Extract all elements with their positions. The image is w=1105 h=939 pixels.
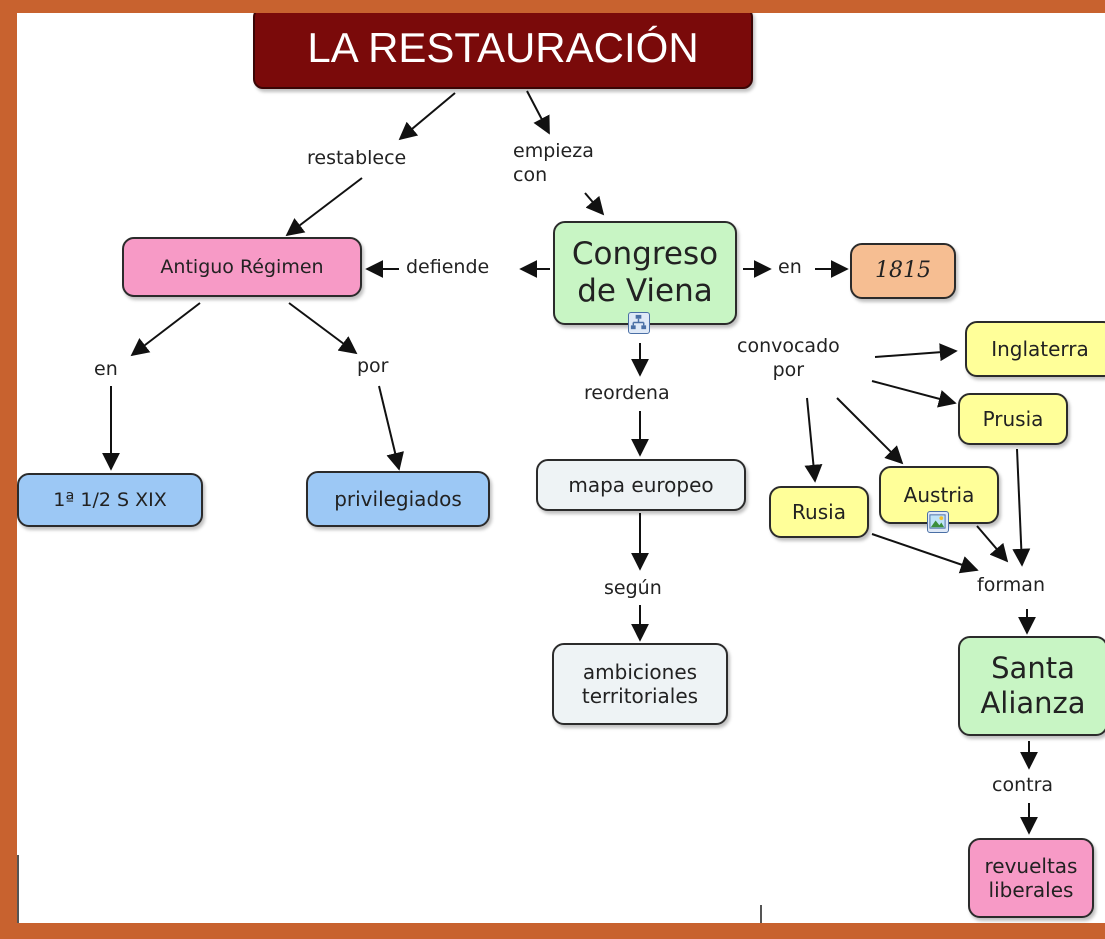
arrow-title-restablece xyxy=(398,92,456,141)
node-label: Inglaterra xyxy=(991,337,1089,361)
node-mapa-europeo[interactable]: mapa europeo xyxy=(536,459,746,511)
arrow-convocado-rusia xyxy=(804,397,823,483)
link-label-en-year: en xyxy=(778,256,802,280)
arrow-convocado-inglaterra xyxy=(874,343,958,362)
arrow-prusia-forman xyxy=(1012,448,1031,567)
page-title: LA RESTAURACIÓN xyxy=(307,23,699,71)
image-icon[interactable] xyxy=(927,511,949,533)
node-label: 1ª 1/2 S XIX xyxy=(53,488,167,511)
arrow-convocado-austria xyxy=(836,397,904,465)
arrow-restablece-antiguo xyxy=(285,177,363,237)
bottom-strip xyxy=(0,923,1105,939)
node-label: Prusia xyxy=(982,407,1044,431)
node-congreso-viena[interactable]: Congreso de Viena xyxy=(553,221,737,325)
node-label: Austria xyxy=(903,483,975,507)
link-label-en-siglo: en xyxy=(94,358,118,382)
link-label-defiende: defiende xyxy=(406,256,490,280)
arrow-antiguo-en xyxy=(130,302,201,357)
concept-map-canvas: LA RESTAURACIÓN restablece empieza con d… xyxy=(17,13,1105,923)
concept-map-icon[interactable] xyxy=(628,312,650,334)
arrow-convocado-prusia xyxy=(871,380,957,408)
node-rusia[interactable]: Rusia xyxy=(769,486,869,538)
link-label-convocado-por: convocado por xyxy=(737,335,840,381)
arrow-austria-forman xyxy=(976,525,1009,563)
frame-divider xyxy=(760,905,762,939)
link-label-restablece: restablece xyxy=(307,147,407,171)
arrow-title-empieza xyxy=(526,90,550,135)
node-santa-alianza[interactable]: Santa Alianza xyxy=(958,636,1105,736)
node-label: Antiguo Régimen xyxy=(160,255,324,278)
node-privilegiados[interactable]: privilegiados xyxy=(306,471,490,527)
title-node: LA RESTAURACIÓN xyxy=(253,13,753,89)
node-label: privilegiados xyxy=(334,487,462,511)
node-austria[interactable]: Austria xyxy=(879,466,999,524)
arrow-rusia-forman xyxy=(871,533,979,574)
frame-divider xyxy=(17,855,19,923)
link-label-contra: contra xyxy=(992,774,1054,798)
connector-layer xyxy=(102,90,1038,835)
node-label: revueltas liberales xyxy=(984,854,1078,902)
node-year-1815[interactable]: 1815 xyxy=(850,243,956,299)
arrow-antiguo-por xyxy=(288,302,358,355)
node-label: Congreso de Viena xyxy=(571,235,719,309)
node-label: ambiciones territoriales xyxy=(581,660,699,708)
node-label: Rusia xyxy=(792,500,846,524)
node-siglo[interactable]: 1ª 1/2 S XIX xyxy=(17,473,203,527)
node-label: 1815 xyxy=(875,257,931,283)
link-label-empieza-con: empieza con xyxy=(513,140,594,188)
arrow-empieza-congreso xyxy=(584,192,605,216)
node-label: Santa Alianza xyxy=(980,651,1086,720)
node-prusia[interactable]: Prusia xyxy=(958,393,1068,445)
link-label-forman: forman xyxy=(977,574,1045,598)
node-revueltas[interactable]: revueltas liberales xyxy=(968,838,1094,918)
node-ambiciones[interactable]: ambiciones territoriales xyxy=(552,643,728,725)
link-label-por: por xyxy=(357,355,389,379)
node-antiguo-regimen[interactable]: Antiguo Régimen xyxy=(122,237,362,297)
node-inglaterra[interactable]: Inglaterra xyxy=(965,321,1105,377)
arrow-por-privilegiados xyxy=(378,385,404,471)
node-label: mapa europeo xyxy=(568,473,714,497)
link-label-segun: según xyxy=(604,577,662,601)
link-label-reordena: reordena xyxy=(584,382,670,406)
